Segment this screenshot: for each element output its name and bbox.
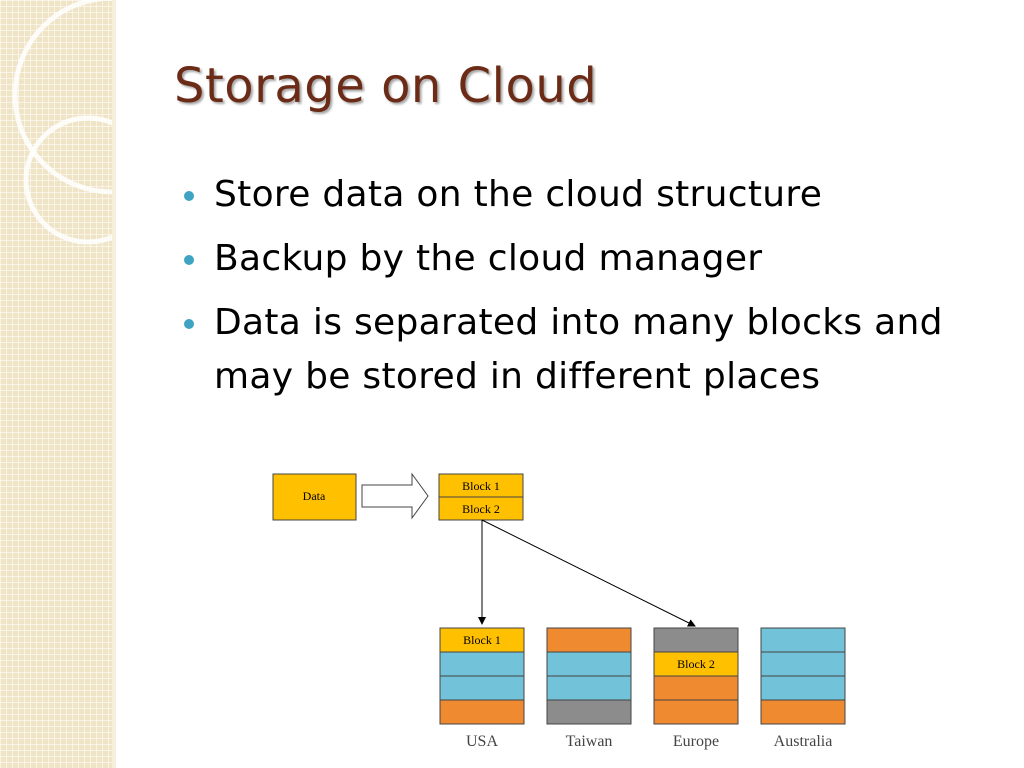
site-label: USA	[466, 733, 498, 750]
site-usa: Block 1 USA	[439, 627, 525, 750]
bullet-dot-icon	[184, 255, 194, 265]
storage-cell	[546, 675, 632, 701]
storage-cell	[439, 627, 525, 653]
storage-cell	[653, 699, 739, 725]
storage-cell-label: Block 2	[677, 657, 715, 671]
source-block-2-label: Block 2	[462, 502, 500, 516]
bullet-text: Data is separated into many blocks and m…	[214, 302, 943, 397]
data-box: Data	[272, 473, 357, 521]
side-edge	[112, 0, 116, 768]
site-australia: Australia	[760, 627, 846, 750]
slide-title: Storage on Cloud	[174, 58, 598, 114]
decorative-circles	[12, 0, 112, 245]
storage-cell	[653, 627, 739, 653]
bullet-item: Store data on the cloud structure	[184, 168, 984, 222]
source-block-2	[438, 496, 524, 521]
storage-cell	[760, 675, 846, 701]
bullet-dot-icon	[184, 319, 194, 329]
bullet-item: Backup by the cloud manager	[184, 232, 984, 286]
storage-sites: Block 1 USA Taiwan Block 2 Europe Australia	[439, 627, 846, 750]
storage-cell	[546, 699, 632, 725]
storage-cell	[653, 675, 739, 701]
bullet-dot-icon	[184, 191, 194, 201]
storage-cell	[760, 699, 846, 725]
storage-cell-label: Block 1	[463, 633, 501, 647]
storage-cell	[439, 651, 525, 677]
bullet-item: Data is separated into many blocks and m…	[184, 296, 984, 404]
storage-cell	[439, 675, 525, 701]
data-box-label: Data	[303, 489, 326, 503]
source-block-1-label: Block 1	[462, 479, 500, 493]
site-europe: Block 2 Europe	[653, 627, 739, 750]
storage-cell	[653, 651, 739, 677]
storage-cell	[760, 651, 846, 677]
bullet-text: Store data on the cloud structure	[214, 174, 823, 215]
transfer-arrow-icon	[361, 472, 429, 520]
source-blocks: Block 1 Block 2	[438, 473, 524, 521]
storage-cell	[546, 627, 632, 653]
site-label: Europe	[673, 733, 719, 750]
site-label: Australia	[774, 733, 833, 750]
arrow-to-europe	[481, 519, 696, 627]
bullet-list: Store data on the cloud structure Backup…	[184, 168, 984, 414]
site-taiwan: Taiwan	[546, 627, 632, 750]
storage-cell	[760, 627, 846, 653]
storage-cell	[546, 651, 632, 677]
bullet-text: Backup by the cloud manager	[214, 238, 763, 279]
site-label: Taiwan	[566, 733, 613, 750]
side-decoration	[0, 0, 112, 768]
storage-cell	[439, 699, 525, 725]
